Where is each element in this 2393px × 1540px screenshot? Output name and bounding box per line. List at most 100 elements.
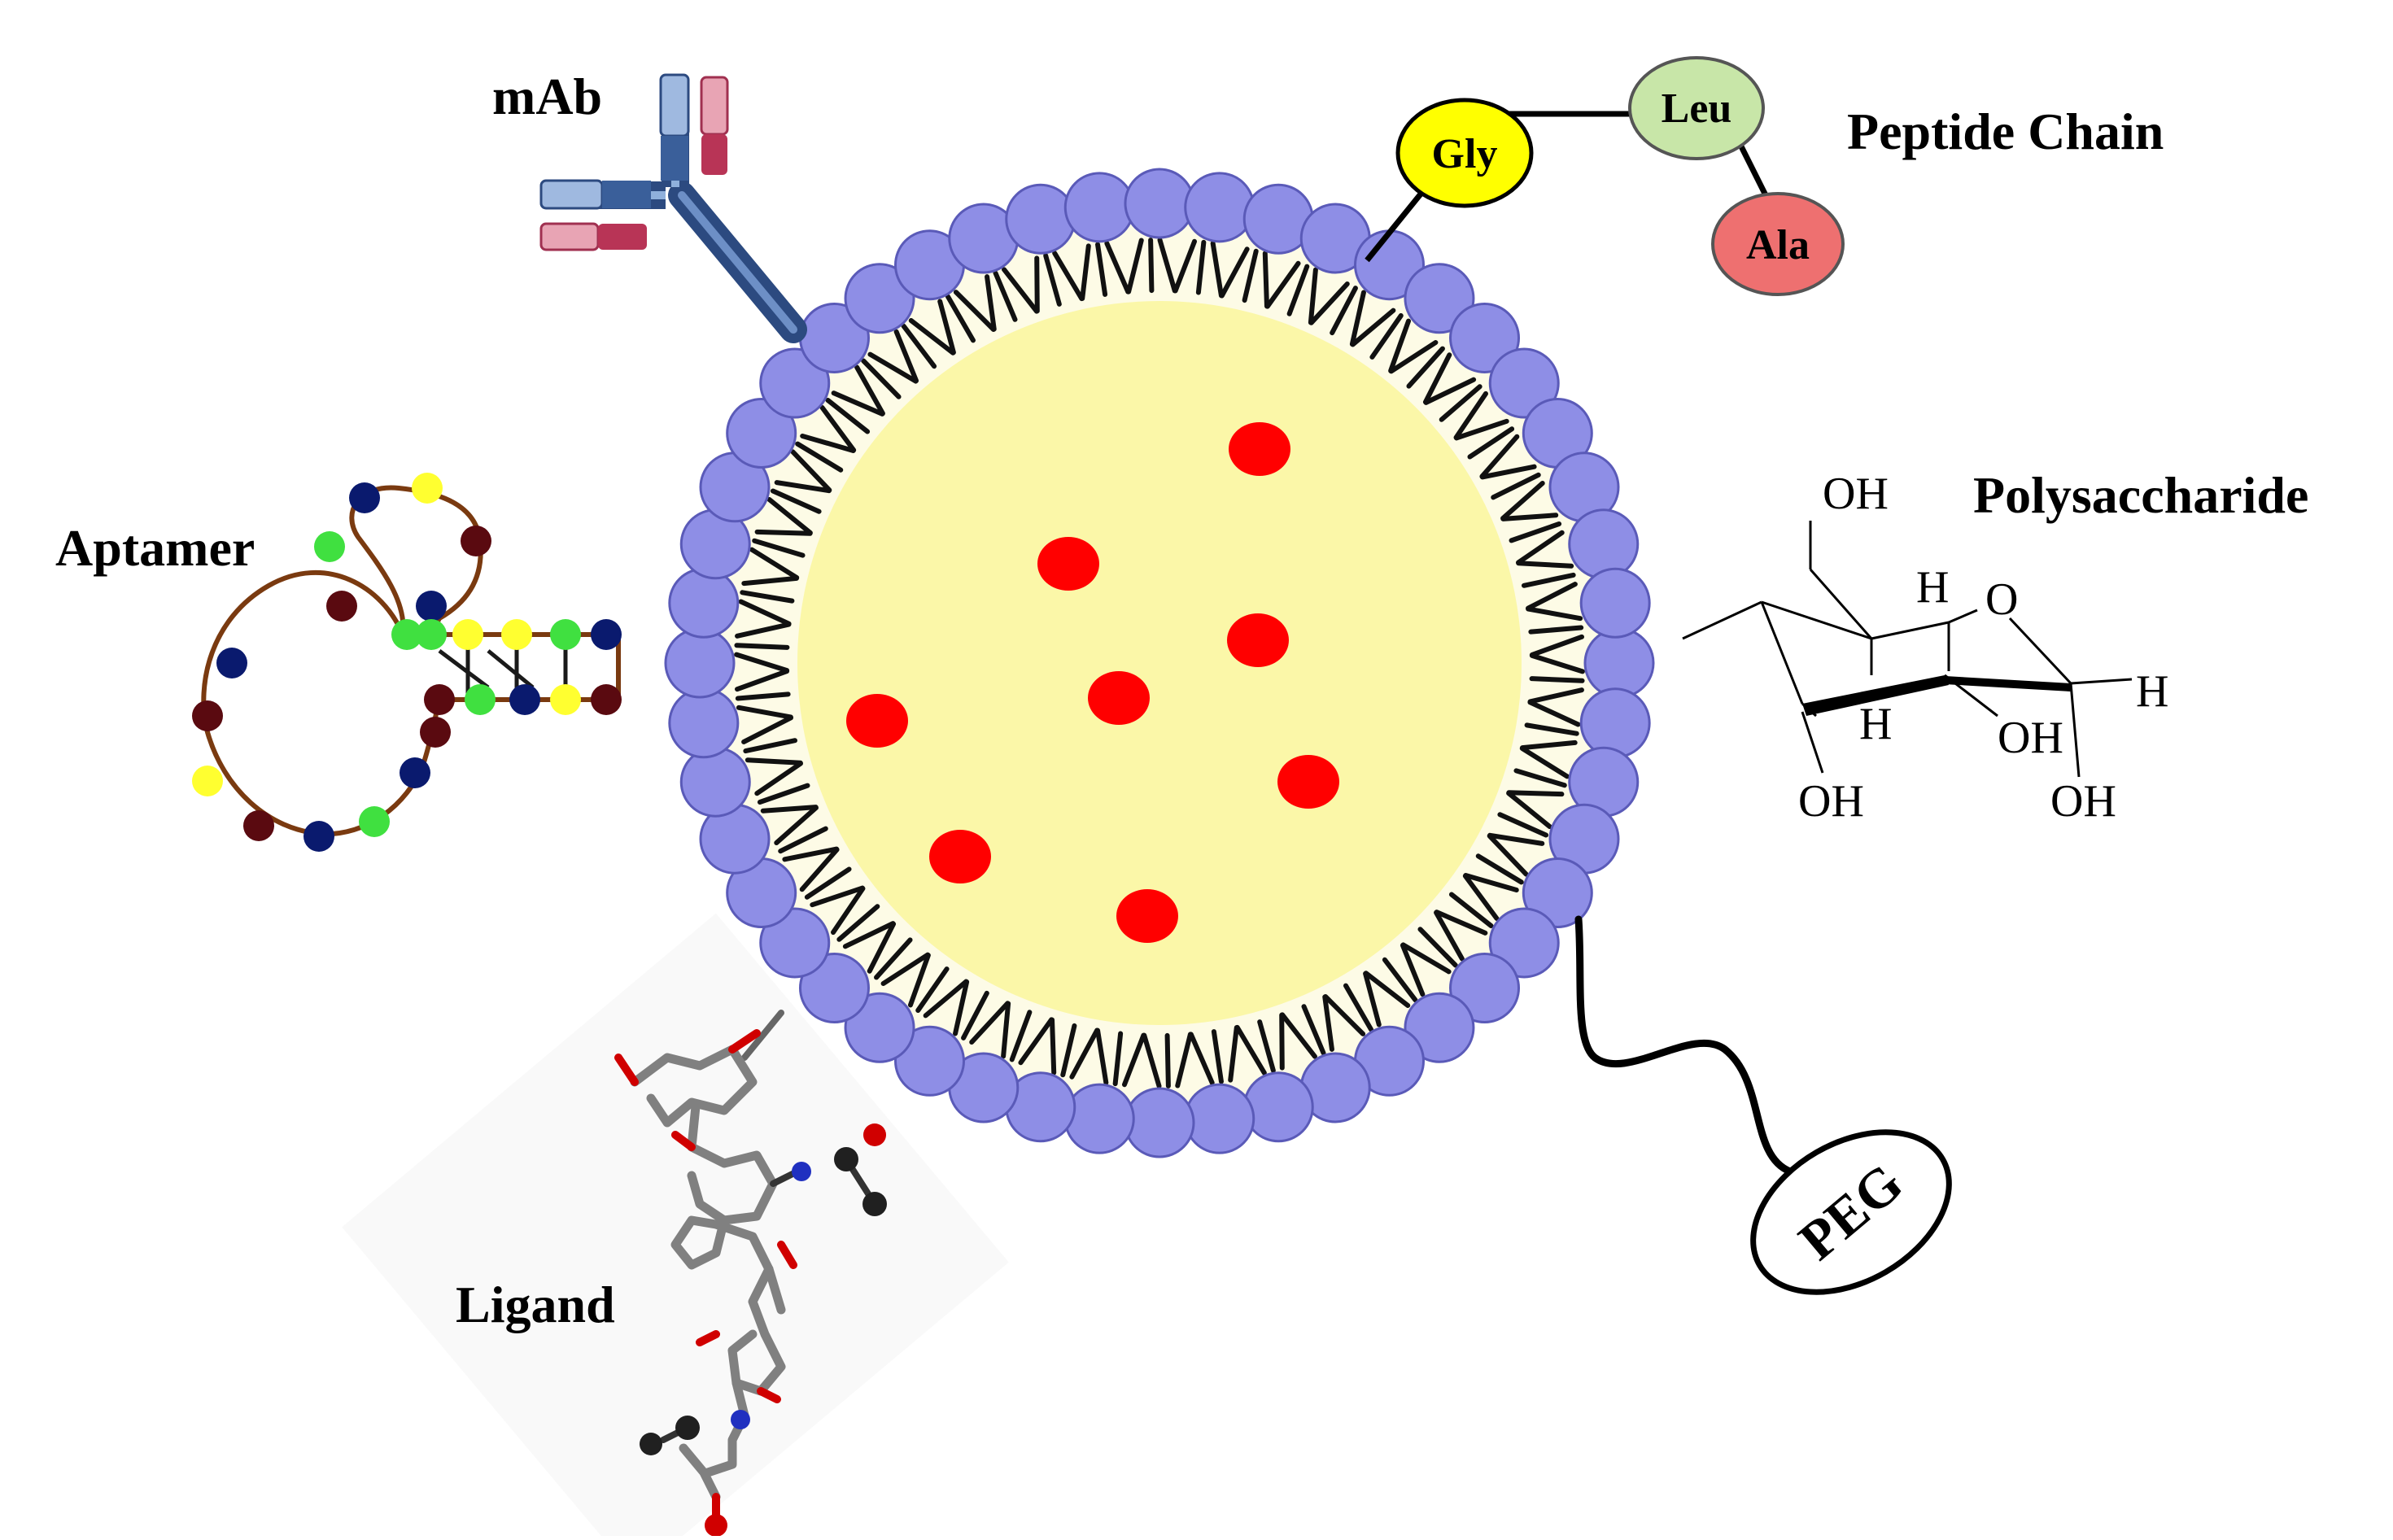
sugar-oh-bottom-right: OH	[2050, 776, 2116, 827]
lipid-tail	[752, 538, 806, 558]
lipid-tail	[741, 575, 800, 587]
lipid-tail	[867, 921, 897, 974]
gly-residue	[1395, 98, 1534, 208]
lipid-tail	[1526, 606, 1583, 622]
lipid-tail	[1104, 241, 1131, 294]
lipid-headgroup	[844, 992, 915, 1063]
aptamer-nucleotide	[391, 619, 422, 650]
lipid-tail	[1069, 1027, 1100, 1080]
aptamer-base-pair	[487, 649, 535, 689]
aptamer-nucleotide	[509, 684, 540, 715]
aptamer-nucleotide	[424, 684, 455, 715]
lipid-tail	[1112, 1031, 1124, 1087]
lipid-headgroup	[726, 398, 797, 469]
lipid-headgroup	[1124, 168, 1195, 239]
lipid-tail	[880, 952, 931, 986]
aptamer-base-pair	[438, 649, 490, 689]
lipid-tail	[738, 599, 792, 626]
lipid-tail	[743, 738, 798, 754]
ligand-oxygen-atom	[863, 1123, 886, 1146]
lipid-tail	[1308, 281, 1350, 325]
aptamer: Aptamer	[55, 473, 622, 852]
aptamer-nucleotide	[303, 821, 334, 852]
encapsulated-drugs	[846, 422, 1339, 943]
lipid-tail	[1242, 248, 1259, 303]
lipid-tail	[1157, 238, 1177, 294]
lipid-tail	[1423, 377, 1477, 405]
lipid-tail	[774, 805, 819, 845]
ligand-nitrogen-atom	[792, 1162, 811, 1181]
lipid-tail	[1126, 238, 1144, 294]
lipid-tail	[1453, 390, 1488, 440]
ala-residue	[1711, 192, 1845, 296]
drug-particle	[1227, 613, 1289, 667]
lipid-tail	[749, 547, 800, 580]
lipid-tail	[778, 826, 828, 854]
aptamer-nucleotide	[243, 810, 274, 841]
lipid-tail	[937, 299, 956, 356]
lipid-tail	[1043, 253, 1062, 307]
lipid-tail	[854, 364, 885, 417]
lipid-headgroup	[1568, 508, 1640, 580]
peg-ellipse	[1750, 1129, 1952, 1295]
lipid-headgroup	[759, 907, 831, 979]
lipid-tail	[915, 966, 950, 1013]
leu-residue	[1628, 56, 1765, 160]
lipid-tail	[1234, 1024, 1267, 1075]
lipid-tail	[740, 590, 795, 604]
lipid-headgroup	[679, 746, 751, 818]
lipid-tail	[842, 921, 896, 949]
lipid-headgroup	[1184, 1083, 1255, 1154]
lipid-tail	[1519, 746, 1570, 779]
lipid-headgroup	[1063, 172, 1135, 243]
lipid-headgroup	[664, 627, 736, 699]
lipid-headgroup	[1063, 1083, 1135, 1154]
lipid-headgroup	[668, 687, 740, 759]
lipid-tail	[1262, 251, 1269, 309]
lipid-tail	[1228, 1025, 1239, 1083]
lipid-headgroup	[1488, 347, 1560, 419]
lipid-tail	[754, 529, 813, 536]
lipid-tail	[861, 358, 902, 399]
lipid-tail	[1322, 994, 1334, 1052]
lipid-tail	[734, 669, 790, 692]
lipid-tail	[1330, 286, 1358, 336]
lipid-tail	[1475, 853, 1524, 885]
lipid-headgroup	[844, 263, 915, 334]
lipid-tail	[1052, 251, 1085, 302]
liposome	[664, 168, 1655, 1158]
lipid-headgroup	[894, 1025, 965, 1097]
lipid-tail	[1463, 873, 1519, 893]
lipid-tail	[1526, 582, 1578, 611]
lipid-tail	[1388, 318, 1412, 373]
lipid-tail	[893, 329, 919, 384]
lipid-tail	[790, 449, 832, 493]
lipid-tail	[831, 390, 885, 417]
aptamer-nucleotide	[420, 717, 451, 748]
lipid-tail	[1175, 1032, 1193, 1088]
lipid-tail	[800, 433, 856, 453]
lipid-tail	[774, 480, 832, 494]
lipid-tail	[819, 404, 857, 453]
aptamer-nucleotide	[465, 684, 496, 715]
lipid-tail	[1524, 722, 1579, 736]
lipid-headgroup	[1184, 172, 1255, 243]
aptamer-nucleotide	[412, 473, 443, 504]
lipid-tail	[1363, 971, 1411, 1008]
aptamer-label: Aptamer	[55, 519, 255, 577]
ligand-carbon-atom	[675, 1416, 700, 1440]
lipid-tail	[1516, 561, 1574, 569]
lipid-tail	[1527, 700, 1581, 727]
lipid-headgroup	[1579, 687, 1651, 759]
lipid-tail	[1434, 910, 1465, 962]
lipid-tail	[1529, 634, 1585, 657]
lipid-tail	[1350, 308, 1396, 347]
lipid-tail	[1529, 676, 1585, 683]
lipid-tail	[1257, 1019, 1276, 1073]
aptamer-nucleotide	[216, 648, 247, 678]
lipid-tail	[1349, 290, 1366, 347]
lipid-tail	[1454, 418, 1509, 441]
lipid-headgroup	[1124, 1087, 1195, 1158]
lipid-tail	[1095, 242, 1108, 297]
lipid-tail	[1422, 352, 1452, 405]
